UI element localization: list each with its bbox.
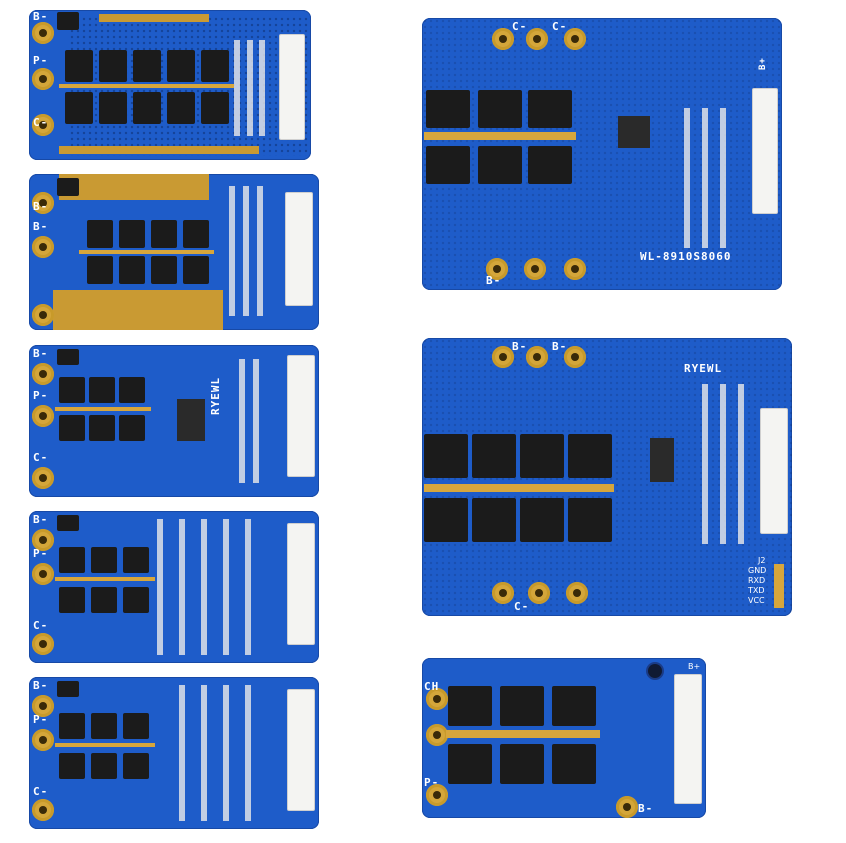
pad-label-b-minus-2: B- — [552, 340, 568, 353]
brand-label: RYEWL — [684, 362, 723, 375]
pad-label-c-minus: C- — [512, 20, 528, 33]
pin-label-gnd: GND — [748, 566, 767, 575]
pad-label-ch: CH — [424, 680, 440, 693]
bms-board-6: C- C- B- B+ WL-8910S8060 — [422, 18, 782, 290]
connector-label: B+ — [688, 662, 701, 671]
pad-label-b-minus: B- — [33, 200, 49, 213]
bms-board-1: B- P- C- — [29, 10, 311, 160]
pad-label-c-minus: C- — [33, 116, 49, 129]
bms-board-7: B- B- C- RYEWL J2 GND RXD TXD VCC — [422, 338, 792, 616]
pin-label-vcc: VCC — [748, 596, 765, 605]
pad-label-b-minus-2: B- — [33, 220, 49, 233]
pad-label-p-minus: P- — [33, 713, 49, 726]
pad-label-p-minus: P- — [33, 547, 49, 560]
pad-label-c-minus-2: C- — [552, 20, 568, 33]
bms-board-4: B- P- C- — [29, 511, 319, 663]
pad-label-b-minus: B- — [638, 802, 654, 815]
pad-label-p-minus: P- — [424, 776, 440, 789]
pin-label-rxd: RXD — [748, 576, 766, 585]
pin-label-txd: TXD — [748, 586, 765, 595]
pad-label-b-minus: B- — [33, 679, 49, 692]
pad-label-p-minus: P- — [33, 389, 49, 402]
pad-label-c-minus: C- — [33, 451, 49, 464]
pad-label-b-minus: B- — [33, 347, 49, 360]
pad-label-c-minus: C- — [514, 600, 530, 613]
connector-label: B+ — [758, 57, 768, 70]
brand-label: RYEWL — [209, 376, 222, 415]
pad-label-b-minus: B- — [33, 10, 49, 23]
pad-label-b-minus: B- — [486, 274, 502, 287]
board-model: WL-8910S8060 — [640, 250, 732, 263]
pad-label-b-minus: B- — [512, 340, 528, 353]
pad-label-c-minus: C- — [33, 785, 49, 798]
header-label: J2 — [758, 556, 766, 565]
pad-label-b-minus: B- — [33, 513, 49, 526]
bms-board-3: B- P- C- RYEWL — [29, 345, 319, 497]
pad-label-p-minus: P- — [33, 54, 49, 67]
bms-board-5: B- P- C- — [29, 677, 319, 829]
bms-board-2: B- B- — [29, 174, 319, 330]
bms-board-8: CH P- B- B+ — [422, 658, 706, 818]
pad-label-c-minus: C- — [33, 619, 49, 632]
